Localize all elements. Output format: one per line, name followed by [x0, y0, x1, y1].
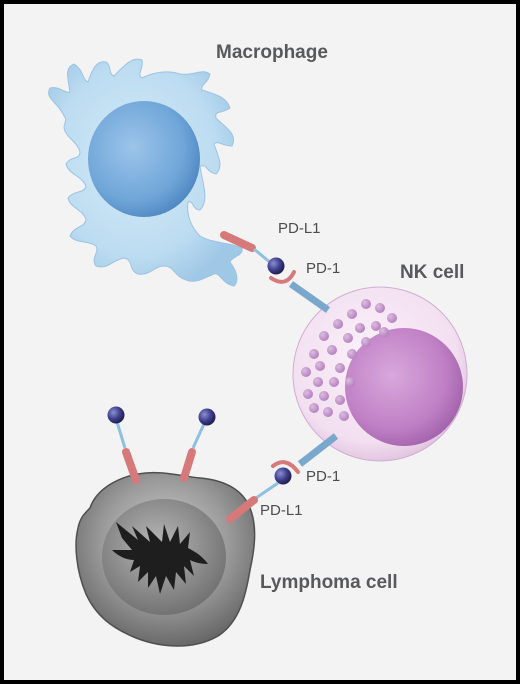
lymphoma-cell-label: Lymphoma cell: [260, 572, 398, 593]
nk-granule: [303, 389, 313, 399]
diagram-canvas: [48, 58, 468, 647]
nk-granule: [301, 367, 311, 377]
nk-granule: [329, 377, 339, 387]
nk-granule: [309, 403, 319, 413]
lymphoma-face-icon: [112, 522, 208, 594]
nk-granule: [319, 391, 329, 401]
pd1-upper-label: PD-1: [306, 260, 341, 277]
figure-frame: Macrophage NK cell Lymphoma cell PD-L1 P…: [4, 4, 516, 680]
nk-cell-label: NK cell: [400, 262, 465, 283]
nk-granule: [387, 313, 397, 323]
nk-granule: [323, 407, 333, 417]
nk-granule: [327, 345, 337, 355]
pdl1-lymphoma-label: PD-L1: [260, 502, 303, 519]
nk-granule: [361, 337, 371, 347]
nk-granule: [339, 411, 349, 421]
macrophage-label: Macrophage: [216, 42, 328, 63]
nk-granule: [375, 303, 385, 313]
nk-granule: [333, 319, 343, 329]
nk-granule: [345, 377, 355, 387]
nk-granule: [361, 299, 371, 309]
nk-granule: [315, 361, 325, 371]
upper-pd1-stalk: [288, 281, 331, 313]
pdl1-macrophage-label: PD-L1: [278, 220, 321, 237]
pd1-lower-label: PD-1: [306, 468, 341, 485]
lymphoma-antibody-stalk: [255, 481, 279, 500]
macrophage-antibody-ball: [267, 257, 285, 275]
free-pdl1-receptor-left: [122, 448, 140, 484]
upper-pd1-cup: [269, 270, 296, 284]
nk-granule: [347, 309, 357, 319]
macrophage-pdl1-receptor: [220, 231, 256, 252]
nk-granule: [319, 331, 329, 341]
nk-granule: [379, 327, 389, 337]
free-pdl1-receptor-right: [180, 448, 196, 482]
nk-cell-granules: [301, 299, 397, 421]
lower-pd1-stalk: [297, 433, 339, 467]
nk-granule: [313, 377, 323, 387]
free-antibody-ball-right: [198, 408, 216, 426]
free-antibody-ball-left: [107, 406, 125, 424]
nk-granule: [343, 333, 353, 343]
nk-cell-nucleus: [345, 328, 463, 446]
lower-pd1-cup: [271, 460, 300, 474]
free-antibody-stalk-right: [191, 423, 206, 449]
lymphoma-antibody-ball: [274, 467, 292, 485]
nk-granule: [335, 395, 345, 405]
nk-granule: [309, 349, 319, 359]
macrophage-nucleus: [88, 101, 200, 217]
nk-granule: [355, 323, 365, 333]
nk-granule: [347, 349, 357, 359]
lymphoma-pdl1-receptor: [226, 496, 258, 523]
nk-granule: [335, 363, 345, 373]
nk-granule: [371, 321, 381, 331]
free-antibody-stalk-left: [115, 421, 127, 449]
